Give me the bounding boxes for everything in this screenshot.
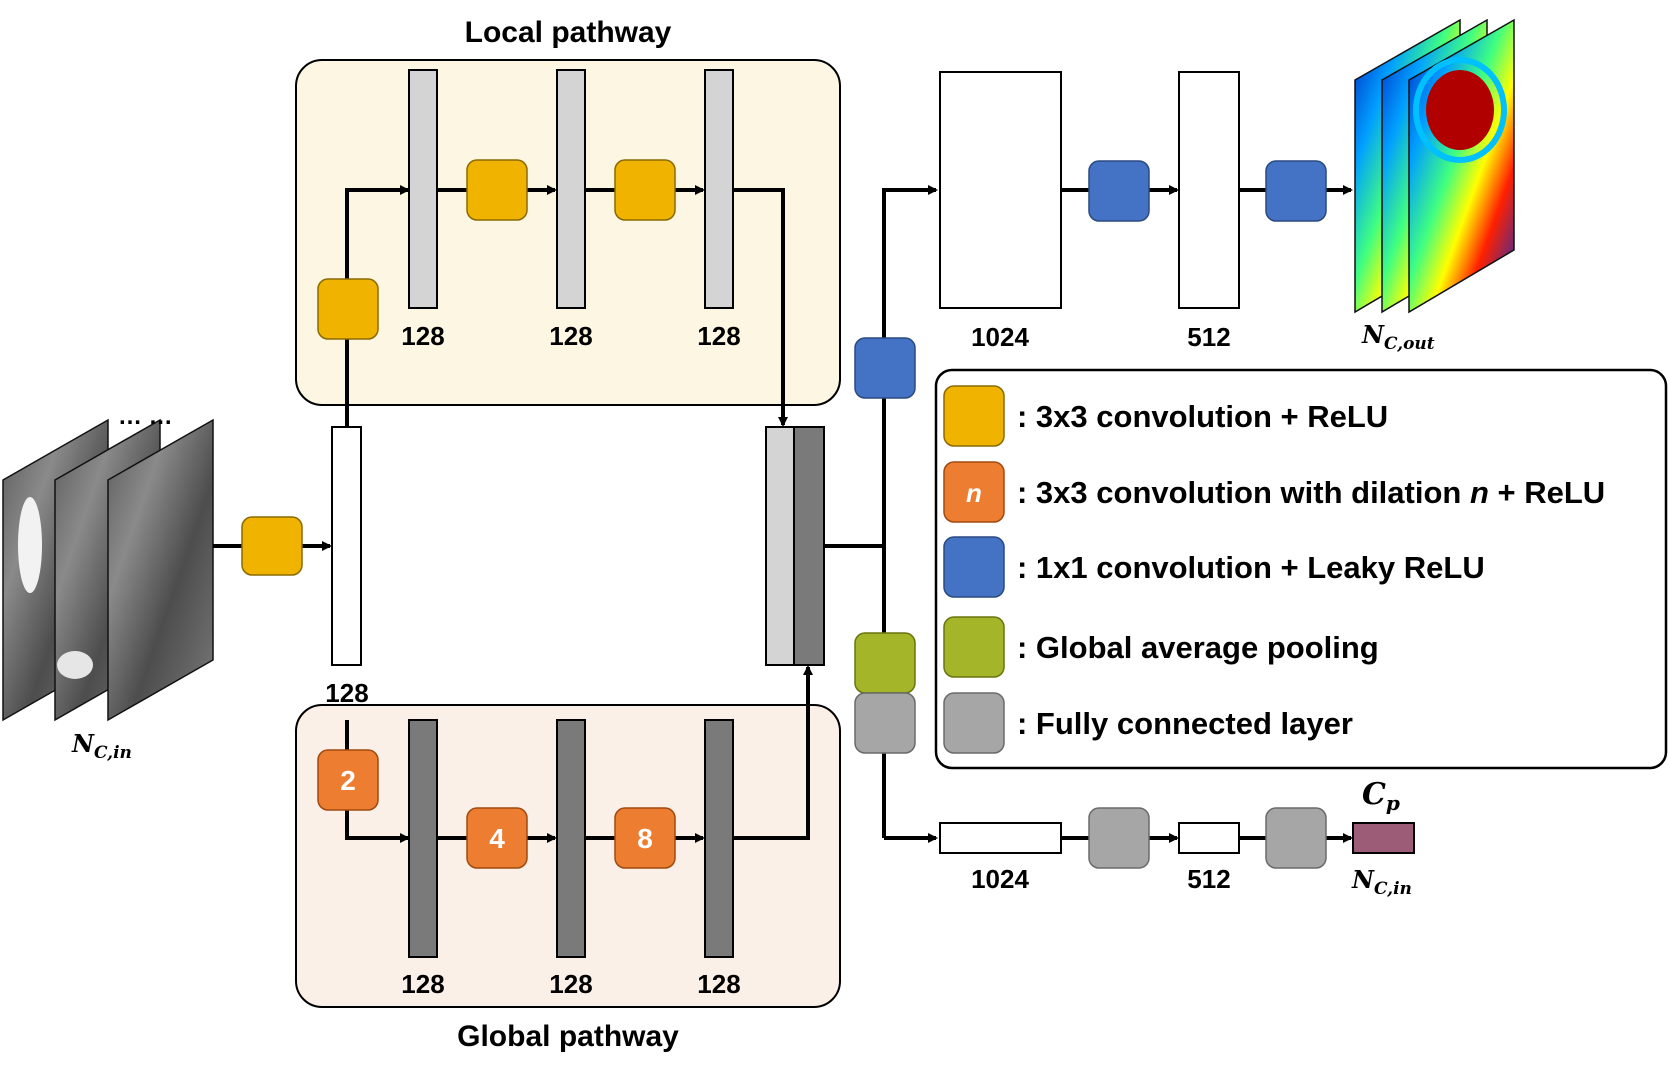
local-channels-3: 128 <box>697 321 740 351</box>
branch-leaky-conv <box>854 337 916 399</box>
cp-count-label: NC,in <box>1351 865 1412 899</box>
global-dilated-conv-entry <box>317 749 379 811</box>
top-fc-map-512 <box>1178 71 1240 309</box>
global-channels-1: 128 <box>401 969 444 999</box>
cp-label: Cp <box>1362 777 1400 815</box>
local-channels-2: 128 <box>549 321 592 351</box>
top-fc-map-1024 <box>939 71 1062 309</box>
output-label: NC,out <box>1361 320 1435 354</box>
global-pathway-title: Global pathway <box>457 1020 679 1053</box>
legend-text-fc: : Fully connected layer <box>1017 706 1353 741</box>
top-leaky-conv-2 <box>1265 160 1327 222</box>
dilation-8-label: 8 <box>637 823 653 854</box>
legend-swatch-conv <box>943 385 1005 447</box>
legend-box <box>934 368 1668 770</box>
global-channels-3: 128 <box>697 969 740 999</box>
legend-swatch-dilated <box>943 461 1005 523</box>
local-pathway-title: Local pathway <box>465 16 672 49</box>
bottom-fc-1 <box>1088 807 1150 869</box>
legend-swatch-fc <box>943 692 1005 754</box>
global-map-2 <box>556 719 586 958</box>
bottom-fc-map-512 <box>1178 822 1240 854</box>
branch-fc <box>854 692 916 754</box>
top-leaky-conv-1 <box>1088 160 1150 222</box>
local-map-3 <box>704 69 734 309</box>
local-channels-1: 128 <box>401 321 444 351</box>
input-dots: … … <box>118 403 173 430</box>
dilation-2-label: 2 <box>340 765 356 796</box>
legend: : 3x3 convolution + ReLU n : 3x3 convolu… <box>934 368 1668 770</box>
global-dilated-conv-2 <box>614 807 676 869</box>
top-channels-512: 512 <box>1187 322 1230 352</box>
concat-global-part <box>793 426 825 666</box>
global-map-3 <box>704 719 734 958</box>
global-map-1 <box>408 719 438 958</box>
bottom-channels-1024: 1024 <box>971 864 1029 894</box>
local-map-1 <box>408 69 438 309</box>
branch-gap <box>854 632 916 694</box>
output-heatmap-stack <box>1354 18 1515 314</box>
bottom-fc-2 <box>1265 807 1327 869</box>
legend-text-gap: : Global average pooling <box>1017 630 1379 665</box>
local-conv-entry <box>317 278 379 340</box>
legend-swatch-gap <box>943 616 1005 678</box>
local-conv-2 <box>614 159 676 221</box>
input-ct-stack: … … <box>2 403 214 722</box>
global-dilated-conv-1 <box>466 807 528 869</box>
legend-text-conv: : 3x3 convolution + ReLU <box>1017 399 1388 434</box>
legend-text-leaky: : 1x1 convolution + Leaky ReLU <box>1017 550 1485 585</box>
global-channels-2: 128 <box>549 969 592 999</box>
input-feature-channels: 128 <box>325 678 368 708</box>
legend-text-dilated: : 3x3 convolution with dilation n + ReLU <box>1017 475 1605 510</box>
concat-local-part <box>765 426 795 666</box>
legend-dilated-glyph: n <box>966 478 982 508</box>
input-label: NC,in <box>71 729 132 763</box>
local-conv-1 <box>466 159 528 221</box>
cp-output <box>1352 822 1415 854</box>
input-feature-map <box>331 426 362 666</box>
legend-swatch-leaky <box>943 536 1005 598</box>
local-map-2 <box>556 69 586 309</box>
top-channels-1024: 1024 <box>971 322 1029 352</box>
dilation-4-label: 4 <box>489 823 505 854</box>
bottom-fc-map-1024 <box>939 822 1062 854</box>
input-conv-block <box>241 516 303 576</box>
bottom-channels-512: 512 <box>1187 864 1230 894</box>
